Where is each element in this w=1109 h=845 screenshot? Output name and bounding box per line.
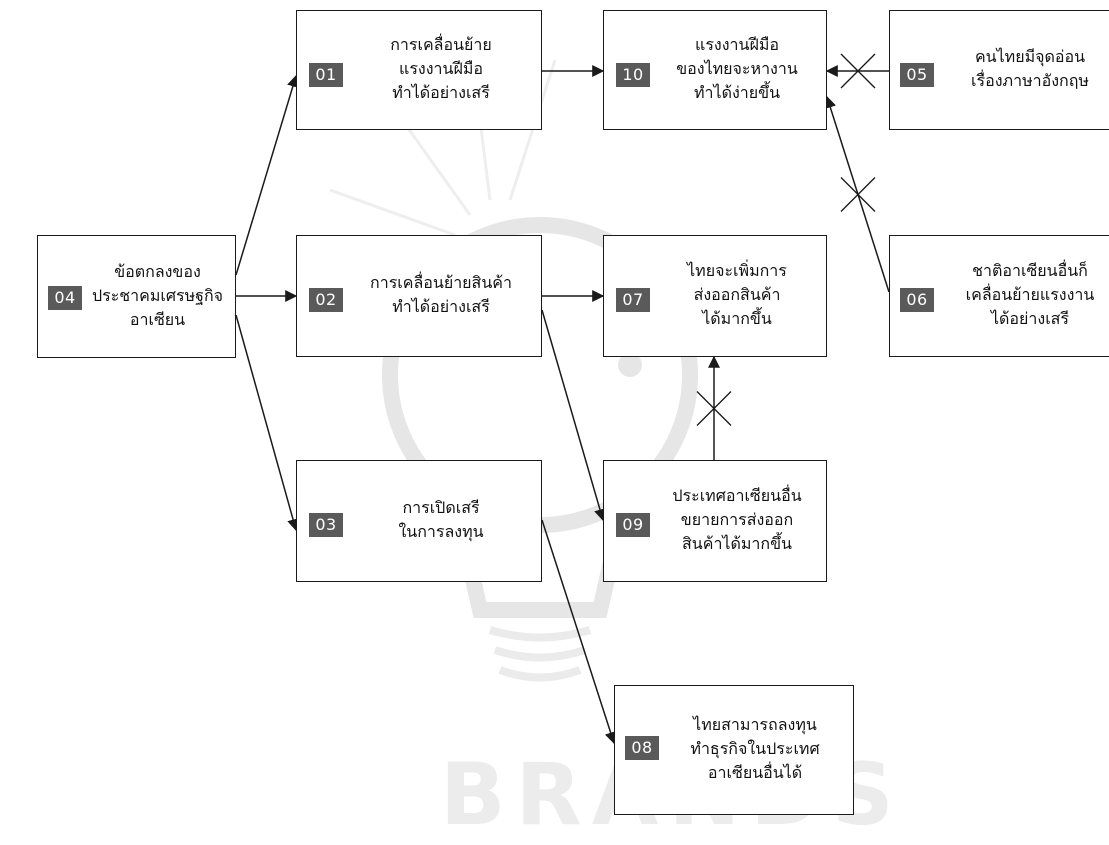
node-label: ประเทศอาเซียนอื่นขยายการส่งออกสินค้าได้ม… xyxy=(654,484,820,556)
node-label-line: ประเทศอาเซียนอื่น xyxy=(672,486,802,505)
node-label-line: ทำได้ง่ายขึ้น xyxy=(693,83,780,102)
node-label-line: การเคลื่อนย้าย xyxy=(390,35,492,54)
node-number-badge: 01 xyxy=(309,63,343,87)
node-number-badge: 07 xyxy=(616,288,650,312)
edge-02-09-positive xyxy=(541,309,606,522)
node-label-line: ทำได้อย่างเสรี xyxy=(392,83,490,102)
node-label-line: อาเซียน xyxy=(129,310,186,329)
node-label-line: อาเซียนอื่นได้ xyxy=(707,763,803,782)
edge-layer xyxy=(235,53,890,745)
node-label-line: ไทยจะเพิ่มการ xyxy=(687,261,787,280)
node-label: ไทยสามารถลงทุนทำธุรกิจในประเทศอาเซียนอื่… xyxy=(663,713,847,785)
node-label-line: ส่งออกสินค้า xyxy=(693,285,781,304)
node-label-line: ทำธุรกิจในประเทศ xyxy=(690,739,820,758)
node-label-line: แรงงานฝีมือ xyxy=(399,59,483,78)
node-label: การเคลื่อนย้ายแรงงานฝีมือทำได้อย่างเสรี xyxy=(347,33,535,105)
edge-03-08-positive xyxy=(541,519,617,745)
node-label-line: คนไทยมีจุดอ่อน xyxy=(974,47,1086,66)
node-label-line: ในการลงทุน xyxy=(398,522,484,541)
node-label-line: เคลื่อนย้ายแรงงาน xyxy=(965,285,1095,304)
negative-cross-mark-05-10 xyxy=(840,53,876,89)
node-label: แรงงานฝีมือของไทยจะหางานทำได้ง่ายขึ้น xyxy=(654,33,820,105)
node-label: คนไทยมีจุดอ่อนเรื่องภาษาอังกฤษ xyxy=(938,45,1109,93)
node-number-badge: 02 xyxy=(309,288,343,312)
node-label-line: สินค้าได้มากขึ้น xyxy=(682,534,792,553)
node-label-line: การเคลื่อนย้ายสินค้า xyxy=(370,273,512,292)
negative-cross-mark-09-07 xyxy=(696,391,732,426)
node-label: ไทยจะเพิ่มการส่งออกสินค้าได้มากขึ้น xyxy=(654,259,820,331)
node-number-badge: 03 xyxy=(309,513,343,537)
node-label: ชาติอาเซียนอื่นก็เคลื่อนย้ายแรงงานได้อย่… xyxy=(938,259,1109,331)
node-label-line: ข้อตกลงของ xyxy=(114,262,201,281)
node-number-badge: 10 xyxy=(616,63,650,87)
node-label-line: เรื่องภาษาอังกฤษ xyxy=(971,71,1089,90)
node-label: การเปิดเสรีในการลงทุน xyxy=(347,496,535,544)
node-label: การเคลื่อนย้ายสินค้าทำได้อย่างเสรี xyxy=(347,271,535,319)
node-label-line: การเปิดเสรี xyxy=(402,498,480,517)
node-label-line: ของไทยจะหางาน xyxy=(676,59,798,78)
negative-cross-mark-06-10 xyxy=(840,177,876,212)
node-number-badge: 05 xyxy=(900,63,934,87)
node-number-badge: 04 xyxy=(48,286,82,310)
edge-04-01-positive xyxy=(235,74,299,276)
node-label-line: แรงงานฝีมือ xyxy=(695,35,779,54)
node-number-badge: 09 xyxy=(616,513,650,537)
node-number-badge: 06 xyxy=(900,288,934,312)
node-label-line: ชาติอาเซียนอื่นก็ xyxy=(972,261,1088,280)
node-label: ข้อตกลงของประชาคมเศรษฐกิจอาเซียน xyxy=(86,260,229,332)
node-label-line: ไทยสามารถลงทุน xyxy=(693,715,817,734)
node-label-line: ขยายการส่งออก xyxy=(680,510,794,529)
node-number-badge: 08 xyxy=(625,736,659,760)
node-label-line: ได้อย่างเสรี xyxy=(990,309,1070,328)
node-label-line: ได้มากขึ้น xyxy=(702,309,772,328)
node-label-line: ประชาคมเศรษฐกิจ xyxy=(91,286,224,305)
node-label-line: ทำได้อย่างเสรี xyxy=(392,297,490,316)
edge-04-03-positive xyxy=(235,314,299,532)
